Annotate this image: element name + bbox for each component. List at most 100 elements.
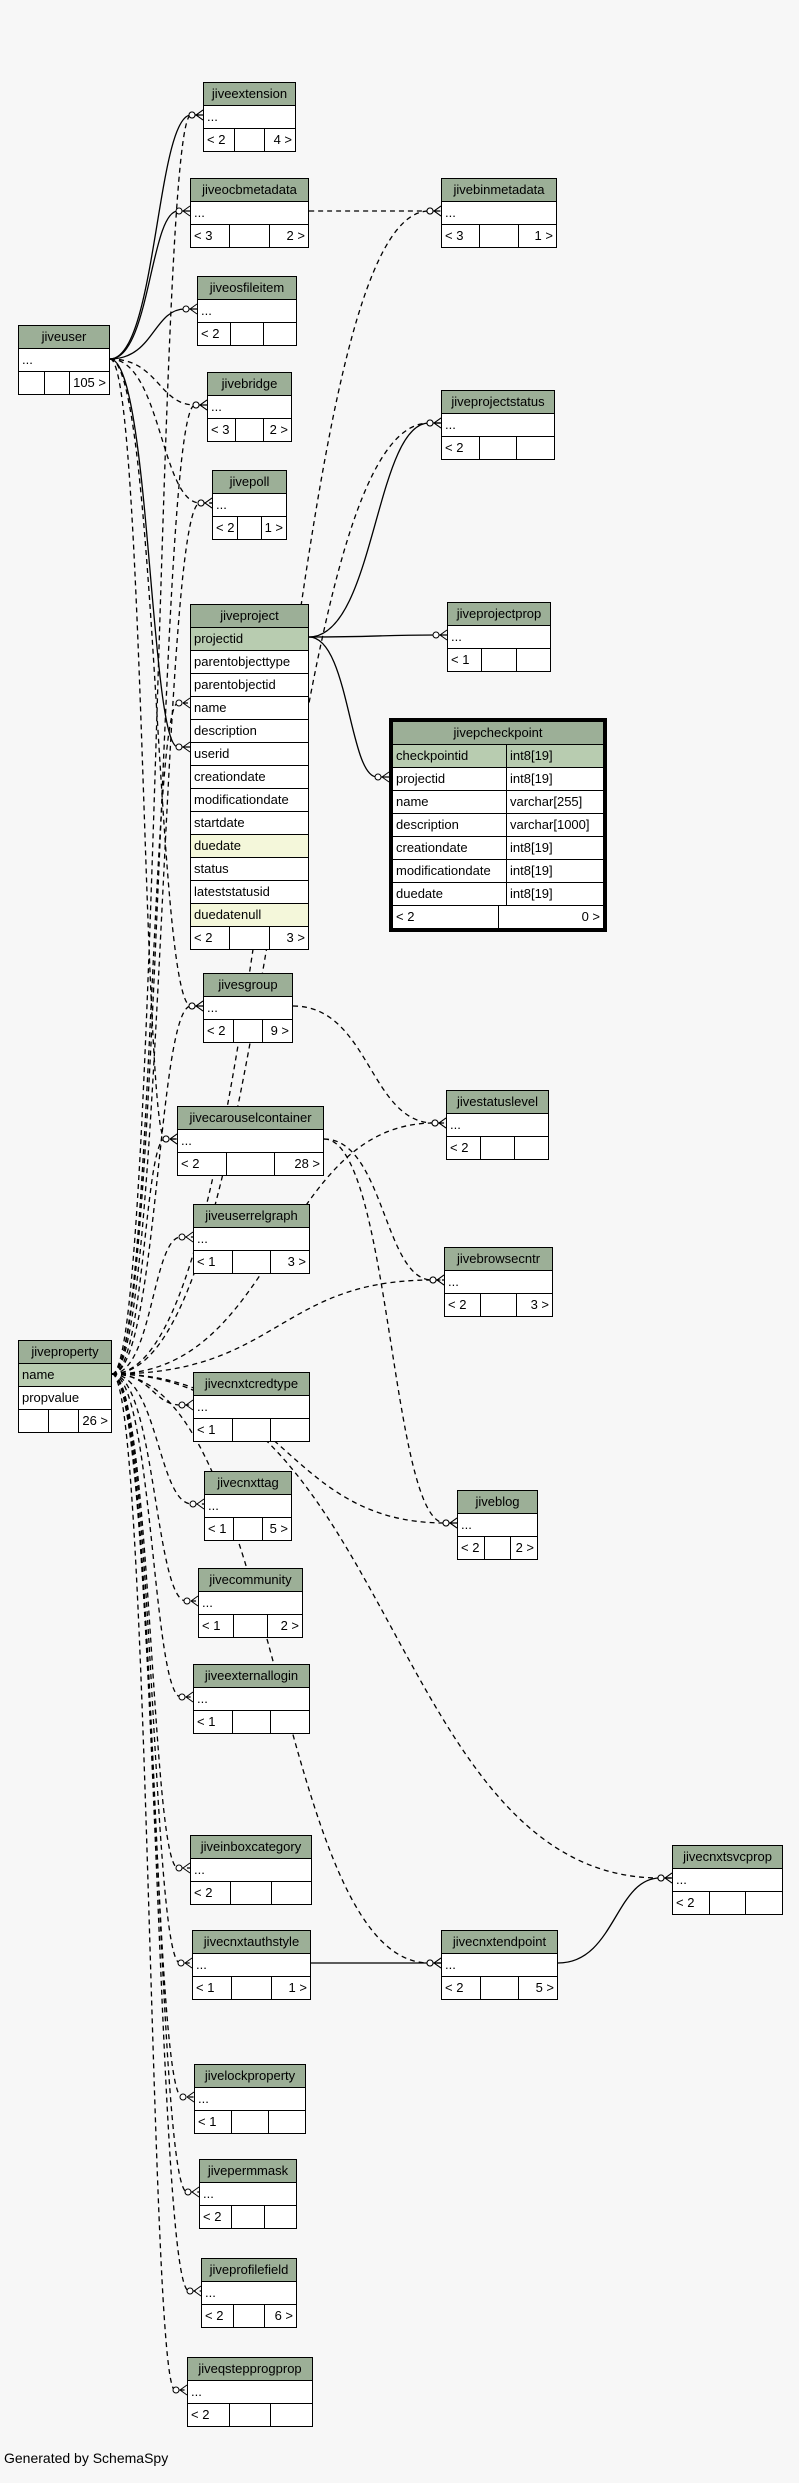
table-header: jiveprojectstatus: [442, 391, 554, 414]
spacer-cell: [45, 372, 71, 394]
child-count: [271, 1419, 309, 1441]
table-header: jiveprojectprop: [448, 603, 550, 626]
spacer-cell: [482, 649, 517, 671]
optional-marker: [175, 699, 183, 707]
optional-marker: [442, 1519, 450, 1527]
edge-jiveuser-jiveosfileitem: [109, 308, 197, 360]
optional-marker: [188, 111, 196, 119]
edge-jiveproperty-jivebinmetadata: [111, 210, 441, 1375]
crows-foot-marker: [199, 404, 208, 411]
table-column: ...: [194, 1396, 309, 1419]
table-column: name: [191, 697, 308, 720]
edge-jiveproject-jiveprojectprop: [308, 634, 447, 638]
edge-jiveproperty-jiveextension: [111, 114, 203, 1375]
table-column: ...: [442, 414, 554, 437]
column-type: int8[19]: [510, 771, 553, 786]
parent-count: < 1: [199, 1615, 234, 1637]
table-jivecnxtsvcprop[interactable]: jivecnxtsvcprop...< 2: [672, 1845, 783, 1915]
table-jivelockproperty[interactable]: jivelockproperty...< 1: [194, 2064, 306, 2134]
table-header: jivecommunity: [199, 1569, 302, 1592]
table-column: lateststatusid: [191, 881, 308, 904]
crows-foot-marker: [185, 1691, 194, 1698]
crows-foot-marker: [436, 1279, 445, 1286]
child-count: 26 >: [82, 1413, 109, 1428]
table-jivecnxtcredtype[interactable]: jivecnxtcredtype...< 1: [193, 1372, 310, 1442]
table-column: ...: [202, 2282, 296, 2305]
table-jivestatuslevel[interactable]: jivestatuslevel...< 2: [446, 1090, 549, 1160]
table-jiveprojectprop[interactable]: jiveprojectprop...< 1: [447, 602, 551, 672]
crows-foot-marker: [179, 2384, 188, 2391]
table-column: parentobjectid: [191, 674, 308, 697]
edge-jiveproperty-jivepoll: [111, 502, 212, 1375]
crows-foot-marker: [439, 634, 448, 641]
parent-count: < 2: [447, 1137, 481, 1159]
spacer-cell: [234, 1020, 264, 1042]
table-column: creationdate: [191, 766, 308, 789]
table-jivepermmask[interactable]: jivepermmask...< 2: [199, 2159, 297, 2229]
table-column: modificationdate: [191, 789, 308, 812]
table-column: ...: [204, 106, 295, 129]
child-count: [515, 1137, 548, 1159]
spacer-cell: [230, 2404, 272, 2426]
child-count: 2 >: [280, 1618, 300, 1633]
table-header: jiveprofilefield: [202, 2259, 296, 2282]
child-count: 2 >: [286, 228, 305, 243]
crows-foot-marker: [169, 1138, 178, 1145]
edge-jiveproperty-jivecnxtauthstyle: [111, 1373, 192, 1964]
table-jiveinboxcategory[interactable]: jiveinboxcategory...< 2: [190, 1835, 312, 1905]
spacer-cell: [234, 1518, 263, 1540]
edge-jiveuser-jivepoll: [109, 358, 212, 504]
table-header: jiveextension: [204, 83, 295, 106]
column-type: int8[19]: [510, 840, 553, 855]
table-jiveprojectstatus[interactable]: jiveprojectstatus...< 2: [441, 390, 555, 460]
spacer-cell: [234, 2305, 266, 2327]
optional-marker: [183, 1597, 191, 1605]
spacer-cell: [231, 323, 264, 345]
table-header: jivestatuslevel: [447, 1091, 548, 1114]
crows-foot-marker: [433, 205, 442, 212]
parent-count: < 2: [213, 517, 239, 539]
spacer-cell: [480, 437, 518, 459]
table-jiveuser[interactable]: jiveuser...105 >: [18, 325, 110, 395]
optional-marker: [432, 631, 440, 639]
table-footer: 26 >: [19, 1410, 111, 1432]
child-count: 3 >: [286, 930, 305, 945]
spacer-cell: [232, 2111, 269, 2133]
spacer-cell: [232, 1977, 272, 1999]
crows-foot-marker: [191, 2186, 200, 2193]
table-jiveqstepprogprop[interactable]: jiveqstepprogprop...< 2: [187, 2357, 313, 2427]
edge-jiveproperty-jivecarouselcontainer: [111, 1138, 177, 1375]
table-jiveosfileitem[interactable]: jiveosfileitem...< 2: [197, 276, 297, 346]
table-jiveexternallogin[interactable]: jiveexternallogin...< 1: [193, 1664, 310, 1734]
crows-foot-marker: [664, 1877, 673, 1884]
optional-marker: [192, 401, 200, 409]
edge-jiveuser-jivebridge: [109, 358, 207, 406]
table-footer: < 1 2 >: [199, 1615, 302, 1637]
optional-marker: [172, 2386, 180, 2394]
